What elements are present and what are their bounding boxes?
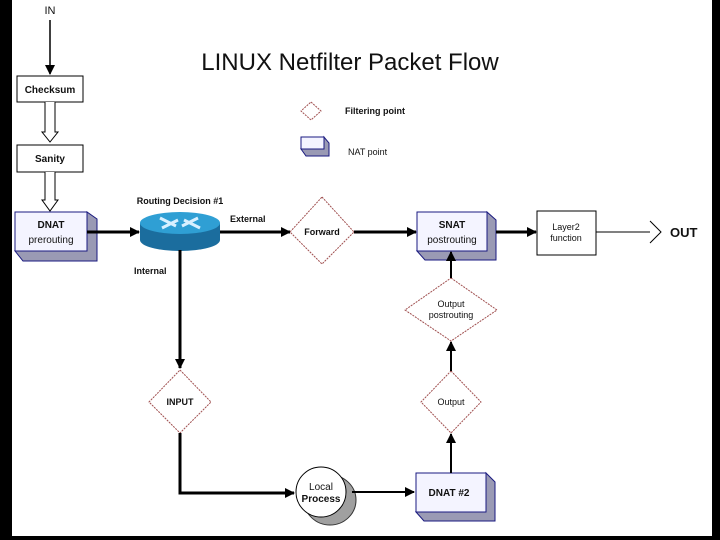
layer2-label-1: Layer2 [552,222,580,232]
external-label: External [230,214,266,224]
routing-decision-label: Routing Decision #1 [137,196,224,206]
out-label: OUT [670,225,698,240]
snat-postrouting-label-1: SNAT [439,220,465,231]
bottom-frame-line [12,536,712,540]
dnat2-box: DNAT #2 [414,471,496,522]
forward-label: Forward [304,227,340,237]
snat-postrouting-box: SNAT postrouting [415,210,497,261]
output-filter-point: Output [420,370,482,434]
hollow-arrow-out [649,220,662,244]
checksum-box: Checksum [16,75,84,103]
left-frame-strip [0,0,12,540]
router-icon [140,212,220,251]
hollow-arrow-checksum-sanity [40,102,60,143]
dnat-prerouting-box: DNAT prerouting [13,211,98,262]
internal-label: Internal [134,266,167,276]
dnat-prerouting-label-2: prerouting [28,235,73,246]
checksum-label: Checksum [25,85,76,96]
output-label: Output [437,397,465,407]
forward-filter-point: Forward [289,196,355,265]
legend-nat-box [300,135,330,157]
snat-postrouting-label-2: postrouting [427,235,476,246]
layer2-function-box: Layer2 function [536,210,597,256]
local-process-label-2: Process [302,494,341,505]
local-process-node: Local Process [295,466,357,526]
legend-filter-diamond [300,101,322,121]
legend: Filtering point NAT point [300,101,405,157]
arrow-input-local-process [178,433,295,498]
sanity-box: Sanity [16,144,84,173]
dnat-prerouting-label-1: DNAT [37,220,64,231]
legend-nat-point-label: NAT point [348,147,388,157]
legend-filtering-point-label: Filtering point [345,106,405,116]
diagram-title: LINUX Netfilter Packet Flow [201,49,499,76]
output-postrouting-label-2: postrouting [429,310,474,320]
right-frame-strip [712,0,720,540]
sanity-label: Sanity [35,154,65,165]
output-postrouting-filter-point: Output postrouting [404,277,498,342]
output-postrouting-label-1: Output [437,299,465,309]
dnat2-label: DNAT #2 [429,488,470,499]
input-label: INPUT [167,397,195,407]
input-filter-point: INPUT [148,369,212,434]
in-label: IN [45,5,56,17]
layer2-label-2: function [550,233,582,243]
hollow-arrow-sanity-dnat [41,172,59,212]
local-process-label-1: Local [309,482,333,493]
